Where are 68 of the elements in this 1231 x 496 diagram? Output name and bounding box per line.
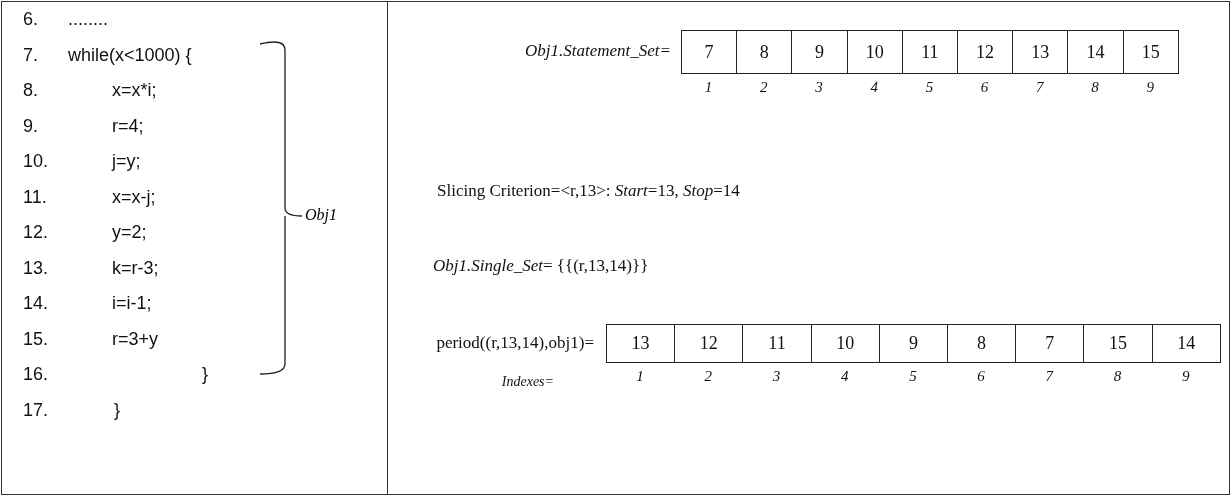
set-label: Obj1.Single_Set= {{(r,13,14)}} [433, 255, 649, 277]
array-cell: 9 [878, 324, 948, 363]
array-cell: 10 [810, 324, 880, 363]
code-line: i=i-1; [112, 292, 152, 314]
criterion-text: Slicing Criterion=<r,13>: Start=13, Stop=14 [437, 180, 740, 202]
array-cell: 8 [736, 30, 793, 74]
code-panel [1, 1, 388, 495]
array-cell: 15 [1083, 324, 1153, 363]
set-label: Obj1.Statement_Set= [524, 40, 671, 62]
index-number: 6 [976, 367, 986, 385]
line-number: 10. [23, 150, 49, 172]
array-cell: 12 [674, 324, 744, 363]
line-number: 8. [23, 79, 38, 101]
array-cell: 14 [1067, 30, 1124, 74]
array-cell: 11 [742, 324, 812, 363]
line-number: 14. [23, 292, 49, 314]
index-number: 1 [635, 367, 645, 385]
code-line: x=x*i; [112, 79, 157, 101]
index-number: 9 [1145, 78, 1155, 96]
array-cell: 7 [681, 30, 738, 74]
array-cell: 8 [947, 324, 1017, 363]
array-cell: 9 [791, 30, 848, 74]
index-number: 4 [869, 78, 879, 96]
index-number: 3 [771, 367, 782, 385]
line-number: 17. [23, 398, 49, 421]
index-number: 7 [1035, 78, 1045, 96]
period-label: period((r,13,14),obj1)= [436, 332, 594, 354]
brace-label: Obj1 [305, 205, 337, 225]
index-number: 2 [703, 367, 714, 385]
code-line: y=2; [112, 221, 147, 243]
array-cell: 11 [901, 30, 958, 74]
array-cell: 14 [1151, 324, 1221, 363]
index-number: 1 [703, 78, 714, 96]
code-line: ........ [68, 8, 108, 30]
line-number: 9. [23, 114, 38, 137]
code-line: while(x<1000) { [68, 43, 192, 66]
result-panel [387, 1, 1230, 495]
array-cell: 13 [606, 324, 676, 363]
index-number: 9 [1180, 367, 1191, 385]
line-number: 6. [23, 8, 38, 30]
index-number: 6 [979, 78, 990, 96]
array-cell: 12 [957, 30, 1014, 74]
index-number: 8 [1090, 78, 1100, 96]
array-cell: 13 [1012, 30, 1069, 74]
index-number: 3 [814, 78, 824, 96]
line-number: 7. [23, 43, 38, 66]
index-number: 5 [924, 78, 935, 96]
array-cell: 15 [1122, 30, 1179, 74]
line-number: 11. [23, 185, 47, 208]
code-line: x=x-j; [112, 185, 156, 208]
line-number: 12. [23, 221, 49, 243]
line-number: 13. [23, 256, 49, 279]
code-line: j=y; [112, 150, 141, 172]
code-line: k=r-3; [112, 256, 159, 279]
code-line: } [114, 398, 120, 421]
array-cell: 10 [846, 30, 903, 74]
index-number: 2 [759, 78, 769, 96]
array-cell: 7 [1015, 324, 1085, 363]
line-number: 16. [23, 363, 49, 385]
index-number: 8 [1112, 367, 1123, 385]
indexes-label: Indexes= [501, 373, 554, 391]
index-number: 4 [839, 367, 850, 385]
code-line: r=3+y [112, 327, 159, 350]
index-number: 5 [908, 367, 918, 385]
line-number: 15. [23, 327, 49, 350]
code-line: r=4; [112, 114, 144, 137]
index-number: 7 [1044, 367, 1055, 385]
code-line: } [202, 363, 208, 385]
